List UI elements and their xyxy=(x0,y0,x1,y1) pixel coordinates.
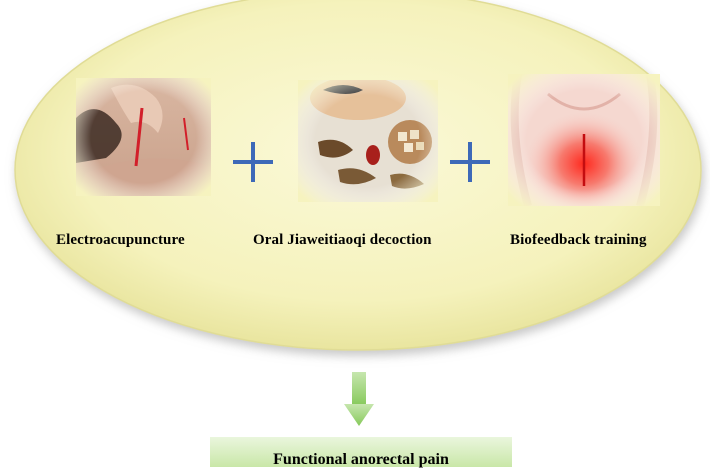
result-label: Functional anorectal pain xyxy=(273,451,449,468)
label-biofeedback: Biofeedback training xyxy=(510,232,647,248)
down-arrow-icon xyxy=(344,372,374,426)
label-electroacupuncture: Electroacupuncture xyxy=(56,232,185,248)
herbal-decoction-photo xyxy=(298,80,438,202)
result-box: Functional anorectal pain xyxy=(210,437,512,468)
label-oral-decoction: Oral Jiaweitiaoqi decoction xyxy=(253,232,432,248)
plus-icon-1 xyxy=(233,142,273,182)
plus-icon-2 xyxy=(450,142,490,182)
pelvic-anatomy-photo xyxy=(508,74,660,206)
acupuncture-photo xyxy=(76,78,211,196)
